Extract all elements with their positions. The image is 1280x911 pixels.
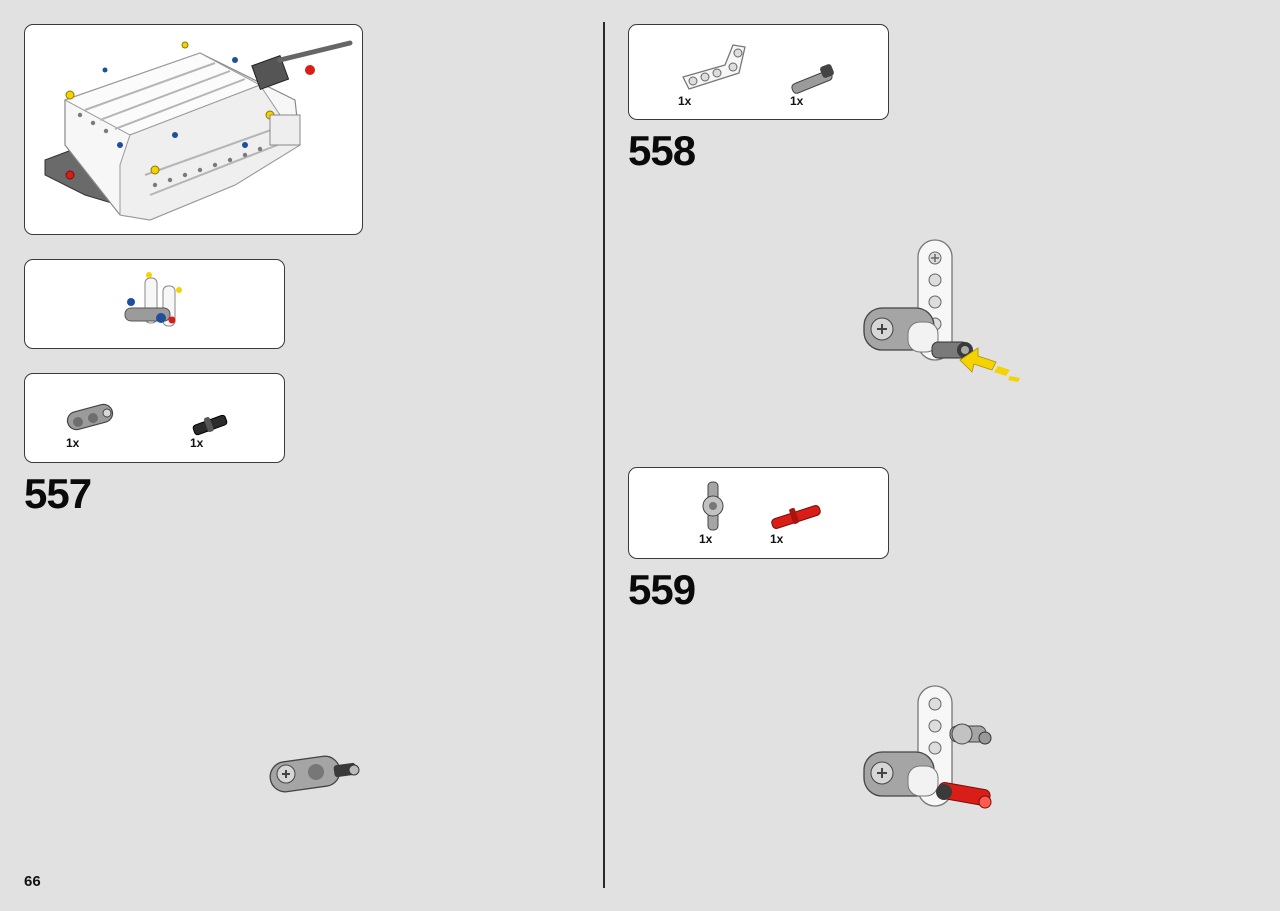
step-558-assembly-icon bbox=[863, 239, 1020, 382]
assembled-model-icon bbox=[44, 40, 353, 221]
submodel-preview-box bbox=[24, 24, 363, 235]
parts-list-559: 1x 1x bbox=[628, 467, 889, 559]
parts-list-557: 1x 1x bbox=[24, 373, 285, 463]
step-number-557: 557 bbox=[24, 470, 92, 517]
part-qty: 1x bbox=[190, 436, 204, 450]
part-qty: 1x bbox=[699, 532, 713, 546]
black-axle-pin-icon bbox=[192, 414, 228, 436]
step-557-assembly-icon bbox=[269, 755, 360, 793]
subassembly-preview-box bbox=[24, 259, 285, 349]
subassembly-icon bbox=[124, 272, 182, 327]
page-divider bbox=[603, 22, 605, 888]
page-number: 66 bbox=[24, 873, 41, 890]
part-qty: 1x bbox=[770, 532, 784, 546]
parts-list-558: 1x 1x bbox=[628, 24, 889, 120]
grey-pin-icon bbox=[791, 64, 834, 94]
step-number-559: 559 bbox=[628, 566, 696, 613]
red-axle-pin-icon bbox=[771, 505, 821, 529]
step-559-assembly-icon bbox=[863, 685, 992, 809]
part-qty: 1x bbox=[678, 94, 692, 108]
part-qty: 1x bbox=[790, 94, 804, 108]
step-number-558: 558 bbox=[628, 127, 696, 174]
grey-cross-connector-icon bbox=[702, 481, 724, 531]
part-qty: 1x bbox=[66, 436, 80, 450]
white-liftarm-icon bbox=[682, 44, 746, 90]
grey-beam-connector-icon bbox=[66, 403, 114, 431]
